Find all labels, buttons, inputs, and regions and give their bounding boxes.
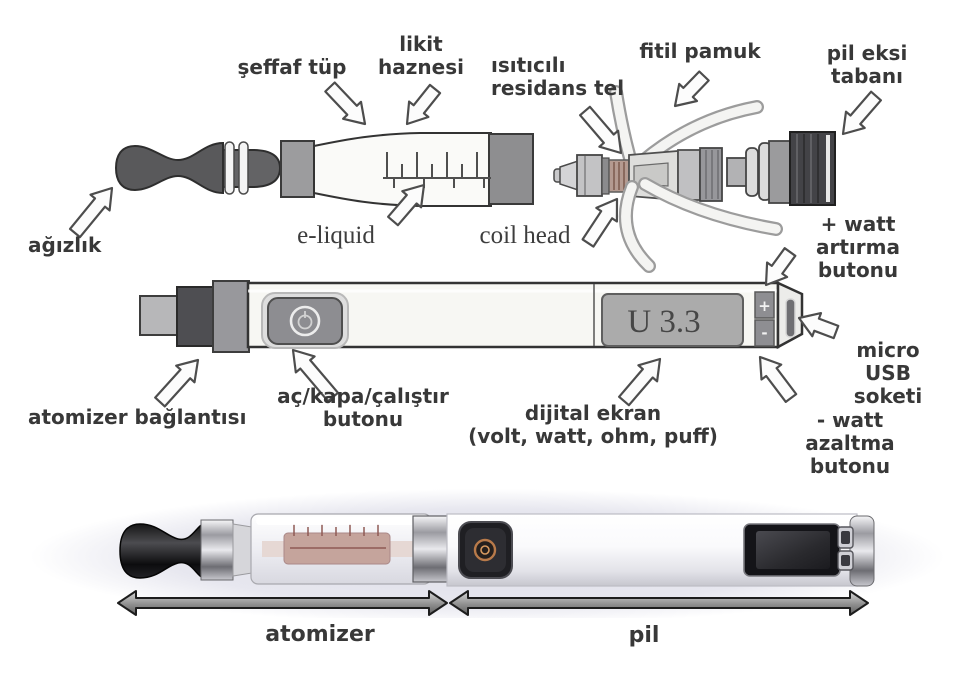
label-atomizer-section: atomizer [265, 622, 375, 647]
photo-fire-button [458, 521, 513, 579]
plus-button-drawing: + [754, 291, 775, 319]
digital-display-drawing: U 3.3 [601, 293, 744, 347]
arrow-to-mouthpiece [68, 186, 114, 239]
label-agizlik: ağızlık [28, 233, 102, 257]
label-watt-artirma: + watt artırma butonu [816, 212, 900, 282]
label-pil-section: pil [628, 623, 660, 648]
label-micro-usb: micro USB soketi [853, 338, 923, 408]
battery-mod-drawing: U 3.3 + - [139, 280, 804, 353]
clearomizer-tank-drawing [280, 132, 534, 207]
label-isiticili-residans: ısıtıcılı residans tel [491, 53, 625, 100]
battery-base-drawing [726, 131, 836, 206]
photo-tank-scale [290, 524, 386, 549]
photo-chrome-ring-right [412, 515, 450, 583]
coil-head-drawing [553, 85, 783, 273]
arrow-to-watt-up-button [764, 247, 797, 287]
wick-tube-lower [618, 177, 783, 273]
photo-end-cap [849, 515, 875, 587]
plus-button-glyph: + [758, 297, 771, 315]
minus-button-glyph: - [761, 324, 767, 342]
label-coil-head: coil head [479, 222, 571, 249]
photo-mouthpiece [119, 522, 204, 580]
arrow-to-usb-socket [797, 312, 840, 340]
arrow-to-clear-tube [324, 81, 367, 126]
pointer-arrows [68, 70, 883, 408]
arrow-to-wick-cotton [673, 70, 710, 108]
arrow-to-digital-display [617, 357, 662, 407]
display-value: U 3.3 [627, 304, 700, 340]
measure-arrows [117, 590, 869, 616]
measure-arrow-atomizer [117, 590, 448, 616]
label-watt-azaltma: - watt azaltma butonu [805, 408, 895, 478]
label-e-liquid: e-liquid [297, 222, 375, 249]
usb-slot-drawing [785, 298, 796, 338]
photo-tank [250, 513, 432, 585]
arrow-to-resistance-wire [578, 105, 623, 155]
photo-display [743, 523, 841, 577]
label-pil-eksi-tabani: pil eksi tabanı [826, 41, 908, 88]
fire-button-drawing [261, 292, 349, 349]
arrow-to-battery-base [841, 90, 883, 136]
minus-button-drawing: - [754, 319, 775, 347]
label-seffaf-tup: şeffaf tüp [237, 55, 347, 79]
measure-arrow-pil [449, 590, 869, 616]
arrow-to-watt-down-button [758, 355, 798, 403]
arrow-to-liquid-reservoir [405, 83, 442, 126]
mouthpiece-drawing [114, 141, 282, 195]
label-dijital-ekran: dijital ekran (volt, watt, ohm, puff) [468, 401, 718, 448]
photo-chrome-ring-left [200, 519, 234, 581]
label-atomizer-baglantisi: atomizer bağlantısı [28, 405, 247, 429]
label-likit-haznesi: likit haznesi [378, 32, 464, 79]
label-fitil-pamuk: fitil pamuk [639, 39, 761, 63]
label-ac-kapa-butonu: aç/kapa/çalıştır butonu [277, 384, 449, 431]
photo-adjust-buttons [837, 526, 854, 571]
arrow-to-coil-head [581, 197, 619, 248]
arrow-to-fire-button [291, 348, 340, 403]
photo-ecig [30, 482, 945, 618]
arrow-to-e-liquid [387, 183, 426, 227]
liquid-scale [383, 152, 491, 188]
arrow-to-atomizer-connector [154, 358, 200, 408]
